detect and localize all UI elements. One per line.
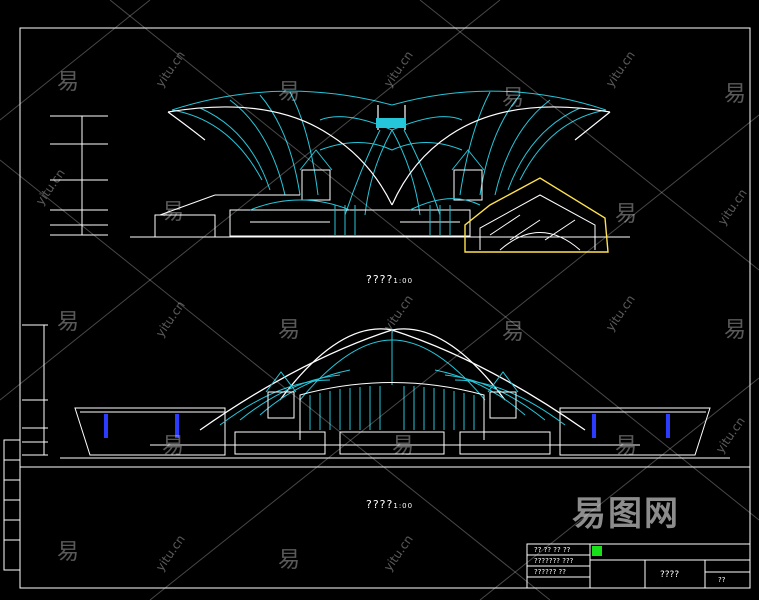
- title-block-cell-2: ??????? ???: [534, 557, 574, 565]
- watermark-cn: 易: [57, 70, 80, 95]
- lower-elevation: [22, 324, 730, 459]
- title-block: [526, 543, 751, 589]
- revision-strip: [3, 439, 21, 571]
- upper-view-scale: 1:00: [393, 277, 414, 285]
- upper-roof-outline: [167, 105, 611, 206]
- title-block-cell-1: ?? ?? ?? ??: [534, 546, 571, 554]
- upper-level-markers: [50, 115, 108, 236]
- watermark-cn: 易: [278, 548, 301, 573]
- upper-view-title: ????: [366, 273, 394, 286]
- upper-elevation: [50, 90, 630, 253]
- watermark-cn: 易: [278, 318, 301, 343]
- lower-level-markers: [22, 324, 48, 456]
- lower-view-label: ????1:00: [366, 498, 413, 511]
- title-block-sheet: ??: [718, 576, 726, 584]
- lower-view-scale: 1:00: [393, 502, 414, 510]
- title-block-cell-3: ?????? ??: [534, 568, 566, 576]
- watermark-cn: 易: [724, 318, 747, 343]
- lower-view-title: ????: [366, 498, 394, 511]
- watermark-cn: 易: [724, 82, 747, 107]
- upper-clerestory: [376, 118, 406, 128]
- upper-section-box: [464, 177, 609, 253]
- watermark-cn: 易: [615, 202, 638, 227]
- upper-glazing: [334, 205, 451, 235]
- lower-central-hall: [150, 382, 640, 455]
- lower-side-wings: [74, 407, 711, 456]
- watermark-cn: 易: [502, 86, 525, 111]
- upper-towers: [299, 149, 485, 201]
- title-block-drawing-title: ????: [660, 570, 680, 580]
- watermark-cn: 易: [162, 200, 185, 225]
- lower-glazing: [309, 386, 475, 430]
- upper-view-label: ????1:00: [366, 273, 413, 286]
- watermark-cn: 易: [615, 434, 638, 459]
- watermark-cn: 易: [57, 310, 80, 335]
- watermark-cn: 易: [57, 540, 80, 565]
- watermark-cn: 易: [502, 320, 525, 345]
- watermark-brand: 易图网: [572, 494, 680, 534]
- lower-roof-ribs: [219, 330, 566, 426]
- lower-blue-accents: [104, 414, 670, 438]
- lower-towers: [265, 371, 519, 419]
- watermark-cn: 易: [392, 434, 415, 459]
- upper-base: [154, 194, 481, 238]
- watermark-cn: 易: [278, 80, 301, 105]
- title-block-green-mark: [592, 546, 602, 556]
- sheet-border: [19, 27, 751, 589]
- watermark-cn: 易: [162, 434, 185, 459]
- upper-roof-shell: [171, 90, 607, 216]
